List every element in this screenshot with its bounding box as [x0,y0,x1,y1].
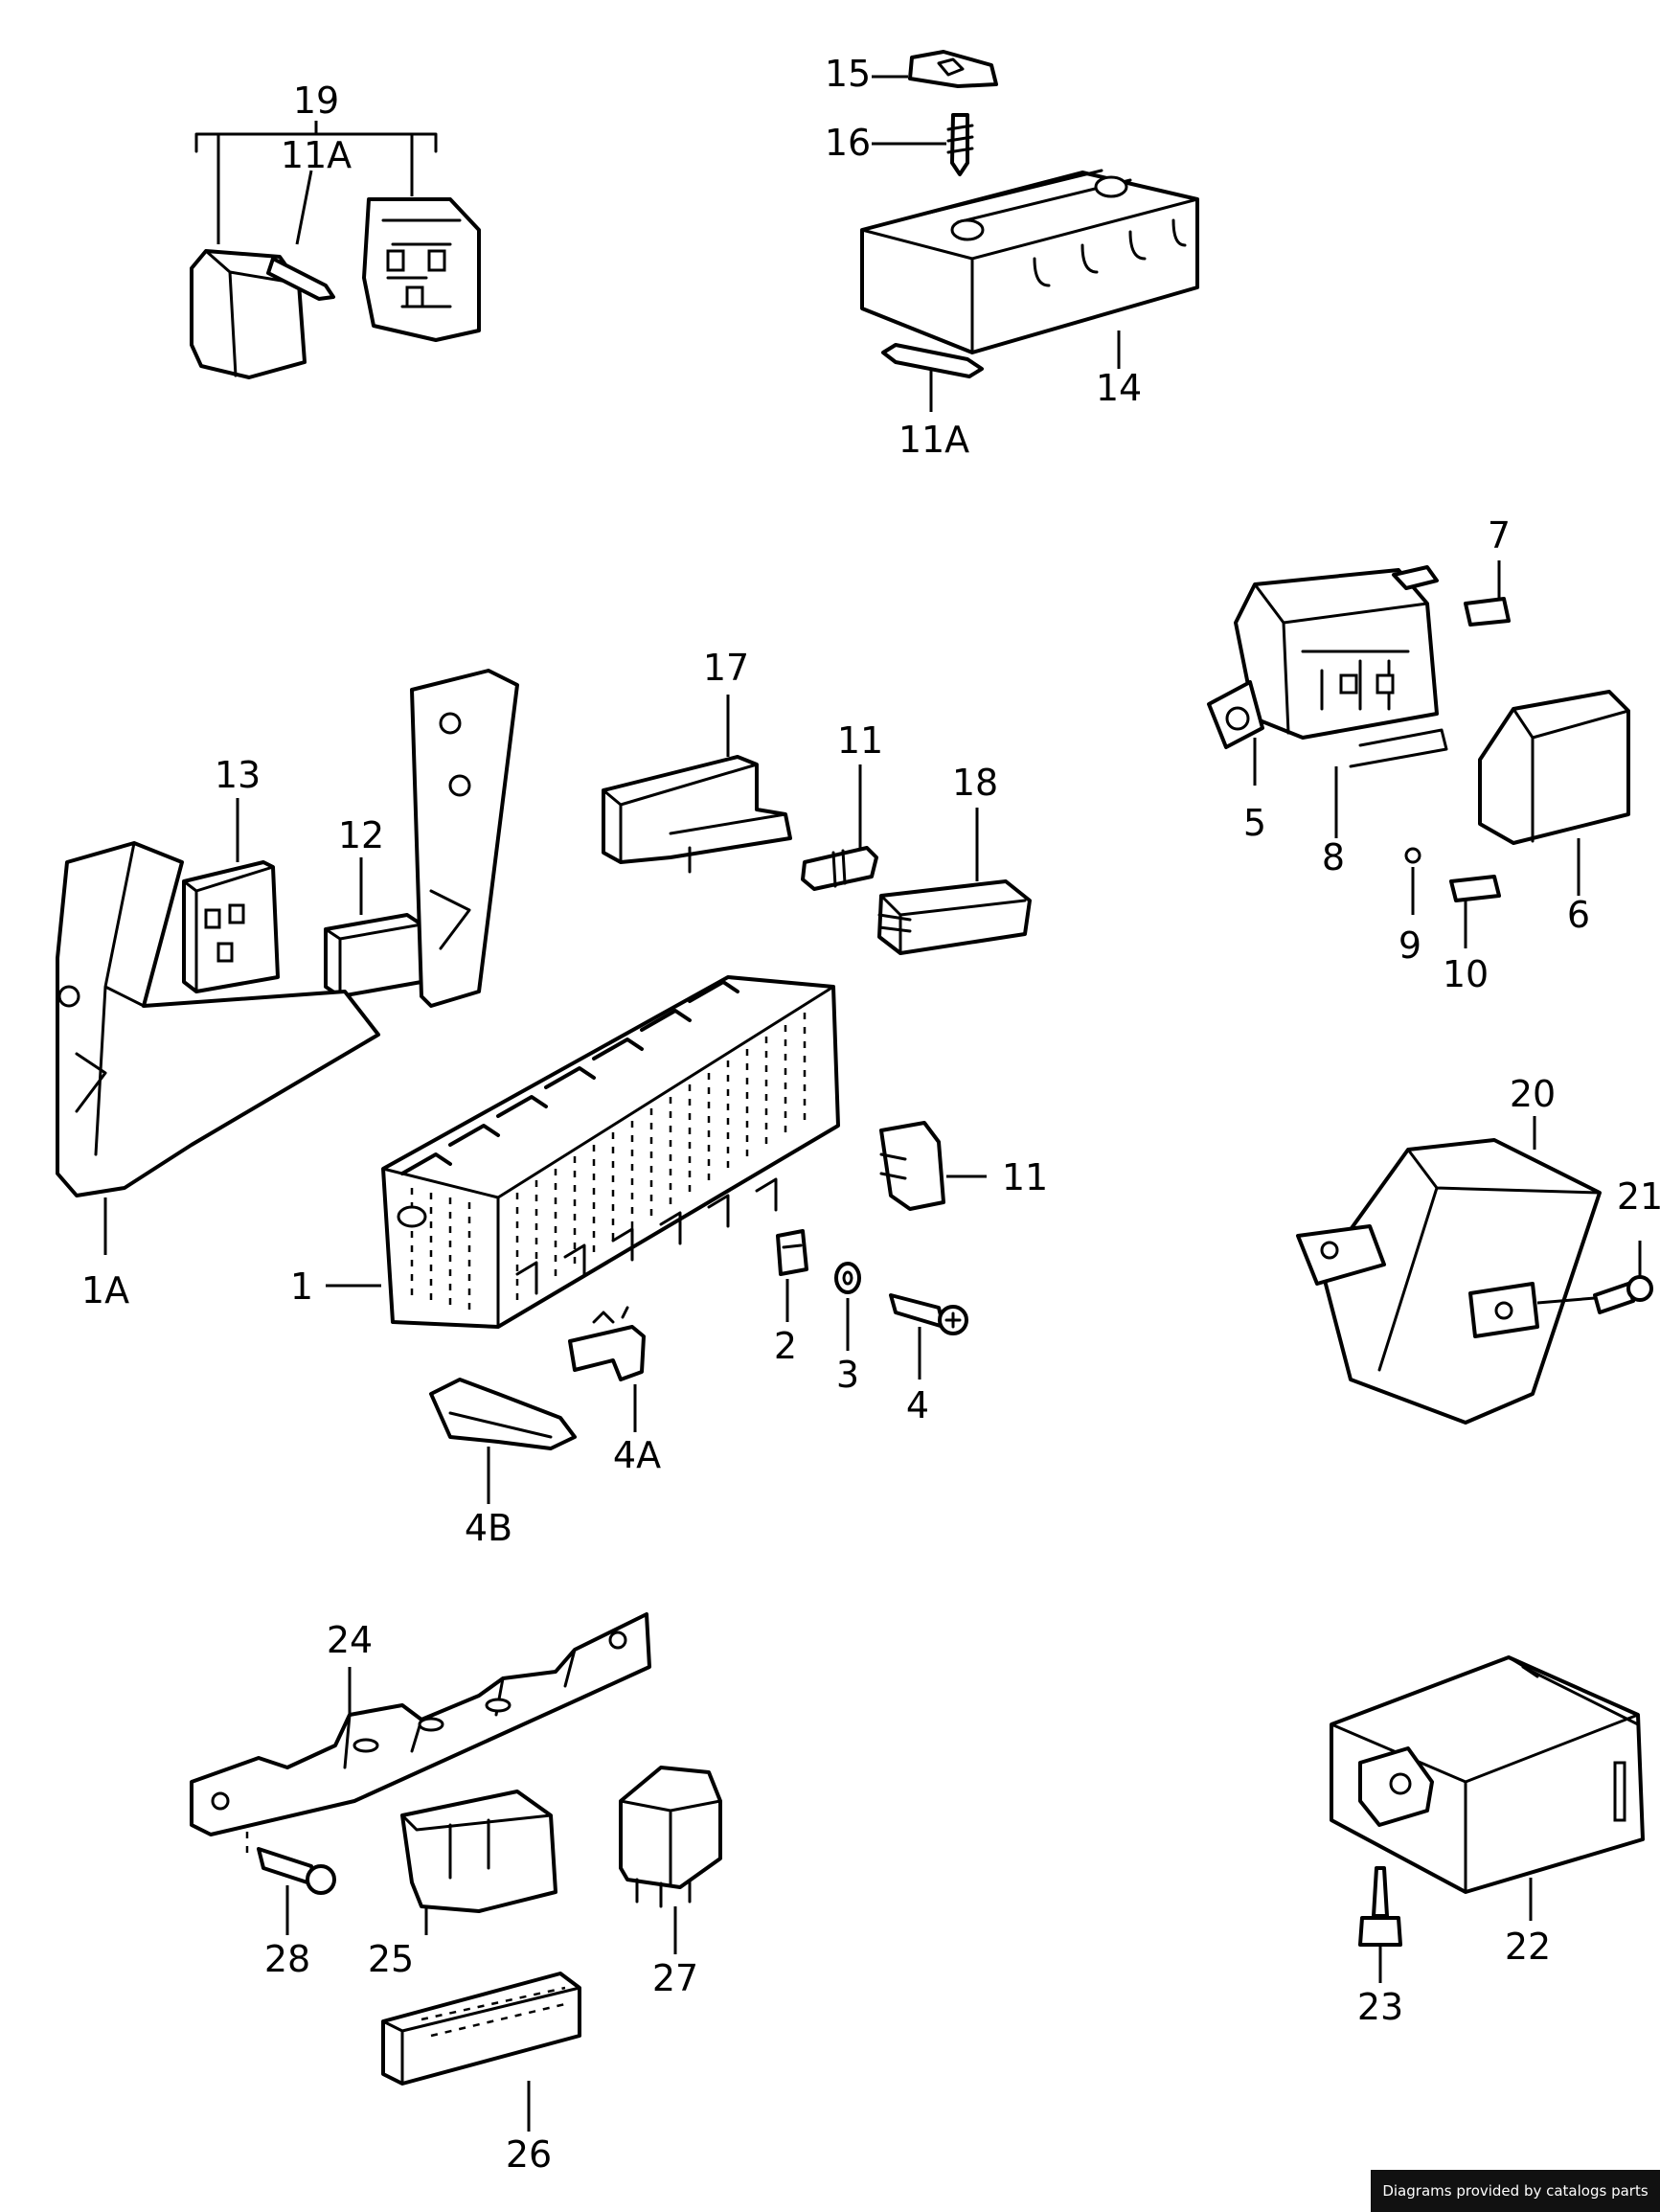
part-20-control-unit [1296,1116,1602,1425]
part-18-fuse-cover [877,808,1032,955]
part-5-group [1207,560,1630,948]
label-28: 28 [264,1938,310,1980]
attribution-footer: Diagrams provided by catalogs parts [1371,2170,1660,2212]
part-11-fuse-side [879,1121,987,1211]
label-15: 15 [825,53,871,95]
label-22: 22 [1505,1926,1551,1968]
label-25: 25 [368,1938,414,1980]
label-8: 8 [1322,836,1345,878]
label-24: 24 [327,1619,373,1661]
label-11-side: 11 [1002,1156,1048,1198]
part-2-clip [776,1229,808,1322]
label-11A-top: 11A [281,134,352,176]
label-21: 21 [1617,1175,1660,1218]
label-11-top: 11 [837,719,883,762]
label-14: 14 [1096,367,1142,409]
label-19: 19 [293,80,339,122]
label-2: 2 [774,1325,797,1367]
label-17: 17 [703,647,749,689]
part-1-relay-panel [326,975,840,1329]
part-1A-bracket [56,669,519,1255]
part-22-control-unit [1330,1655,1645,1921]
part-28-screw [257,1847,336,1935]
label-16: 16 [825,122,871,164]
part-4A-clip [568,1306,646,1432]
part-19-group [190,121,481,379]
part-14-group [860,50,1199,412]
part-24-bracket [190,1612,651,1854]
part-12-relay [324,857,423,998]
label-9: 9 [1398,924,1421,967]
label-4A: 4A [613,1434,661,1476]
label-27: 27 [652,1957,698,1999]
part-25-relay-socket [400,1790,557,1935]
part-3-washer [834,1262,861,1351]
label-4: 4 [906,1384,929,1426]
label-26: 26 [506,2133,552,2176]
label-6: 6 [1567,894,1590,936]
part-4B-clip [429,1378,577,1504]
label-10: 10 [1443,953,1489,995]
label-13: 13 [215,754,261,796]
part-27-relay [619,1766,722,1954]
label-7: 7 [1488,514,1511,557]
part-23-screw [1358,1866,1402,1983]
callout-labels: 19 11A 15 16 14 11A 7 17 11 18 13 12 5 8… [81,53,1660,2176]
label-4B: 4B [465,1507,512,1549]
part-13-relay-socket [182,798,280,993]
part-4-screw [889,1293,968,1380]
label-3: 3 [836,1354,859,1396]
label-12: 12 [338,814,384,856]
label-1: 1 [290,1266,313,1308]
part-26-relay-cover [381,1972,581,2132]
label-5: 5 [1243,802,1266,844]
label-20: 20 [1510,1073,1556,1115]
part-21-screw [1593,1241,1653,1314]
label-1A: 1A [81,1269,129,1311]
label-11A-mid: 11A [898,419,969,461]
part-17-relay-plate [602,695,792,874]
label-23: 23 [1357,1986,1403,2028]
label-18: 18 [952,762,998,804]
part-11-fuse-top [801,764,878,891]
